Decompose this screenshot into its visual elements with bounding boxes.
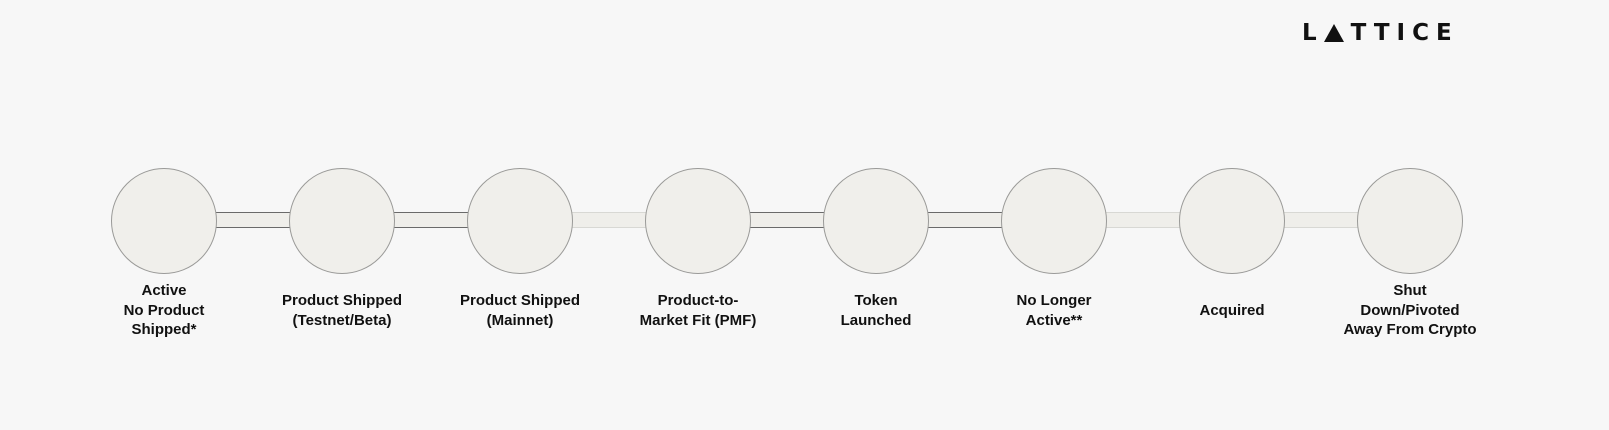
connector-4-5 (748, 212, 824, 228)
stage-label-pmf: Product-to- Market Fit (PMF) (639, 292, 757, 329)
stage-label-acquired: Acquired (1199, 302, 1265, 319)
connector-5-6 (926, 212, 1002, 228)
connector-3-4 (570, 212, 646, 228)
lattice-logo: L TTICE (1302, 20, 1459, 46)
logo-rest: TTICE (1350, 20, 1459, 46)
stage-label-testnet: Product Shipped (Testnet/Beta) (282, 292, 402, 329)
logo-first-letter: L (1302, 20, 1324, 46)
stage-label-token: Token Launched (840, 292, 912, 329)
stage-node-token (823, 168, 929, 274)
stage-node-no-longer-active (1001, 168, 1107, 274)
connector-6-7 (1104, 212, 1180, 228)
connector-2-3 (392, 212, 468, 228)
stage-node-testnet (289, 168, 395, 274)
stage-label-mainnet: Product Shipped (Mainnet) (460, 292, 580, 329)
connector-1-2 (214, 212, 290, 228)
stage-node-pmf (645, 168, 751, 274)
stage-label-no-longer-active: No Longer Active** (1016, 292, 1092, 329)
stage-label-shut-down: Shut Down/Pivoted Away From Crypto (1343, 282, 1477, 338)
stage-node-shut-down (1357, 168, 1463, 274)
stage-node-active-no-product (111, 168, 217, 274)
stage-node-acquired (1179, 168, 1285, 274)
stage-node-mainnet (467, 168, 573, 274)
connector-7-8 (1282, 212, 1358, 228)
logo-triangle-icon (1323, 24, 1344, 42)
stage-label-active-no-product: Active No Product Shipped* (123, 282, 205, 338)
